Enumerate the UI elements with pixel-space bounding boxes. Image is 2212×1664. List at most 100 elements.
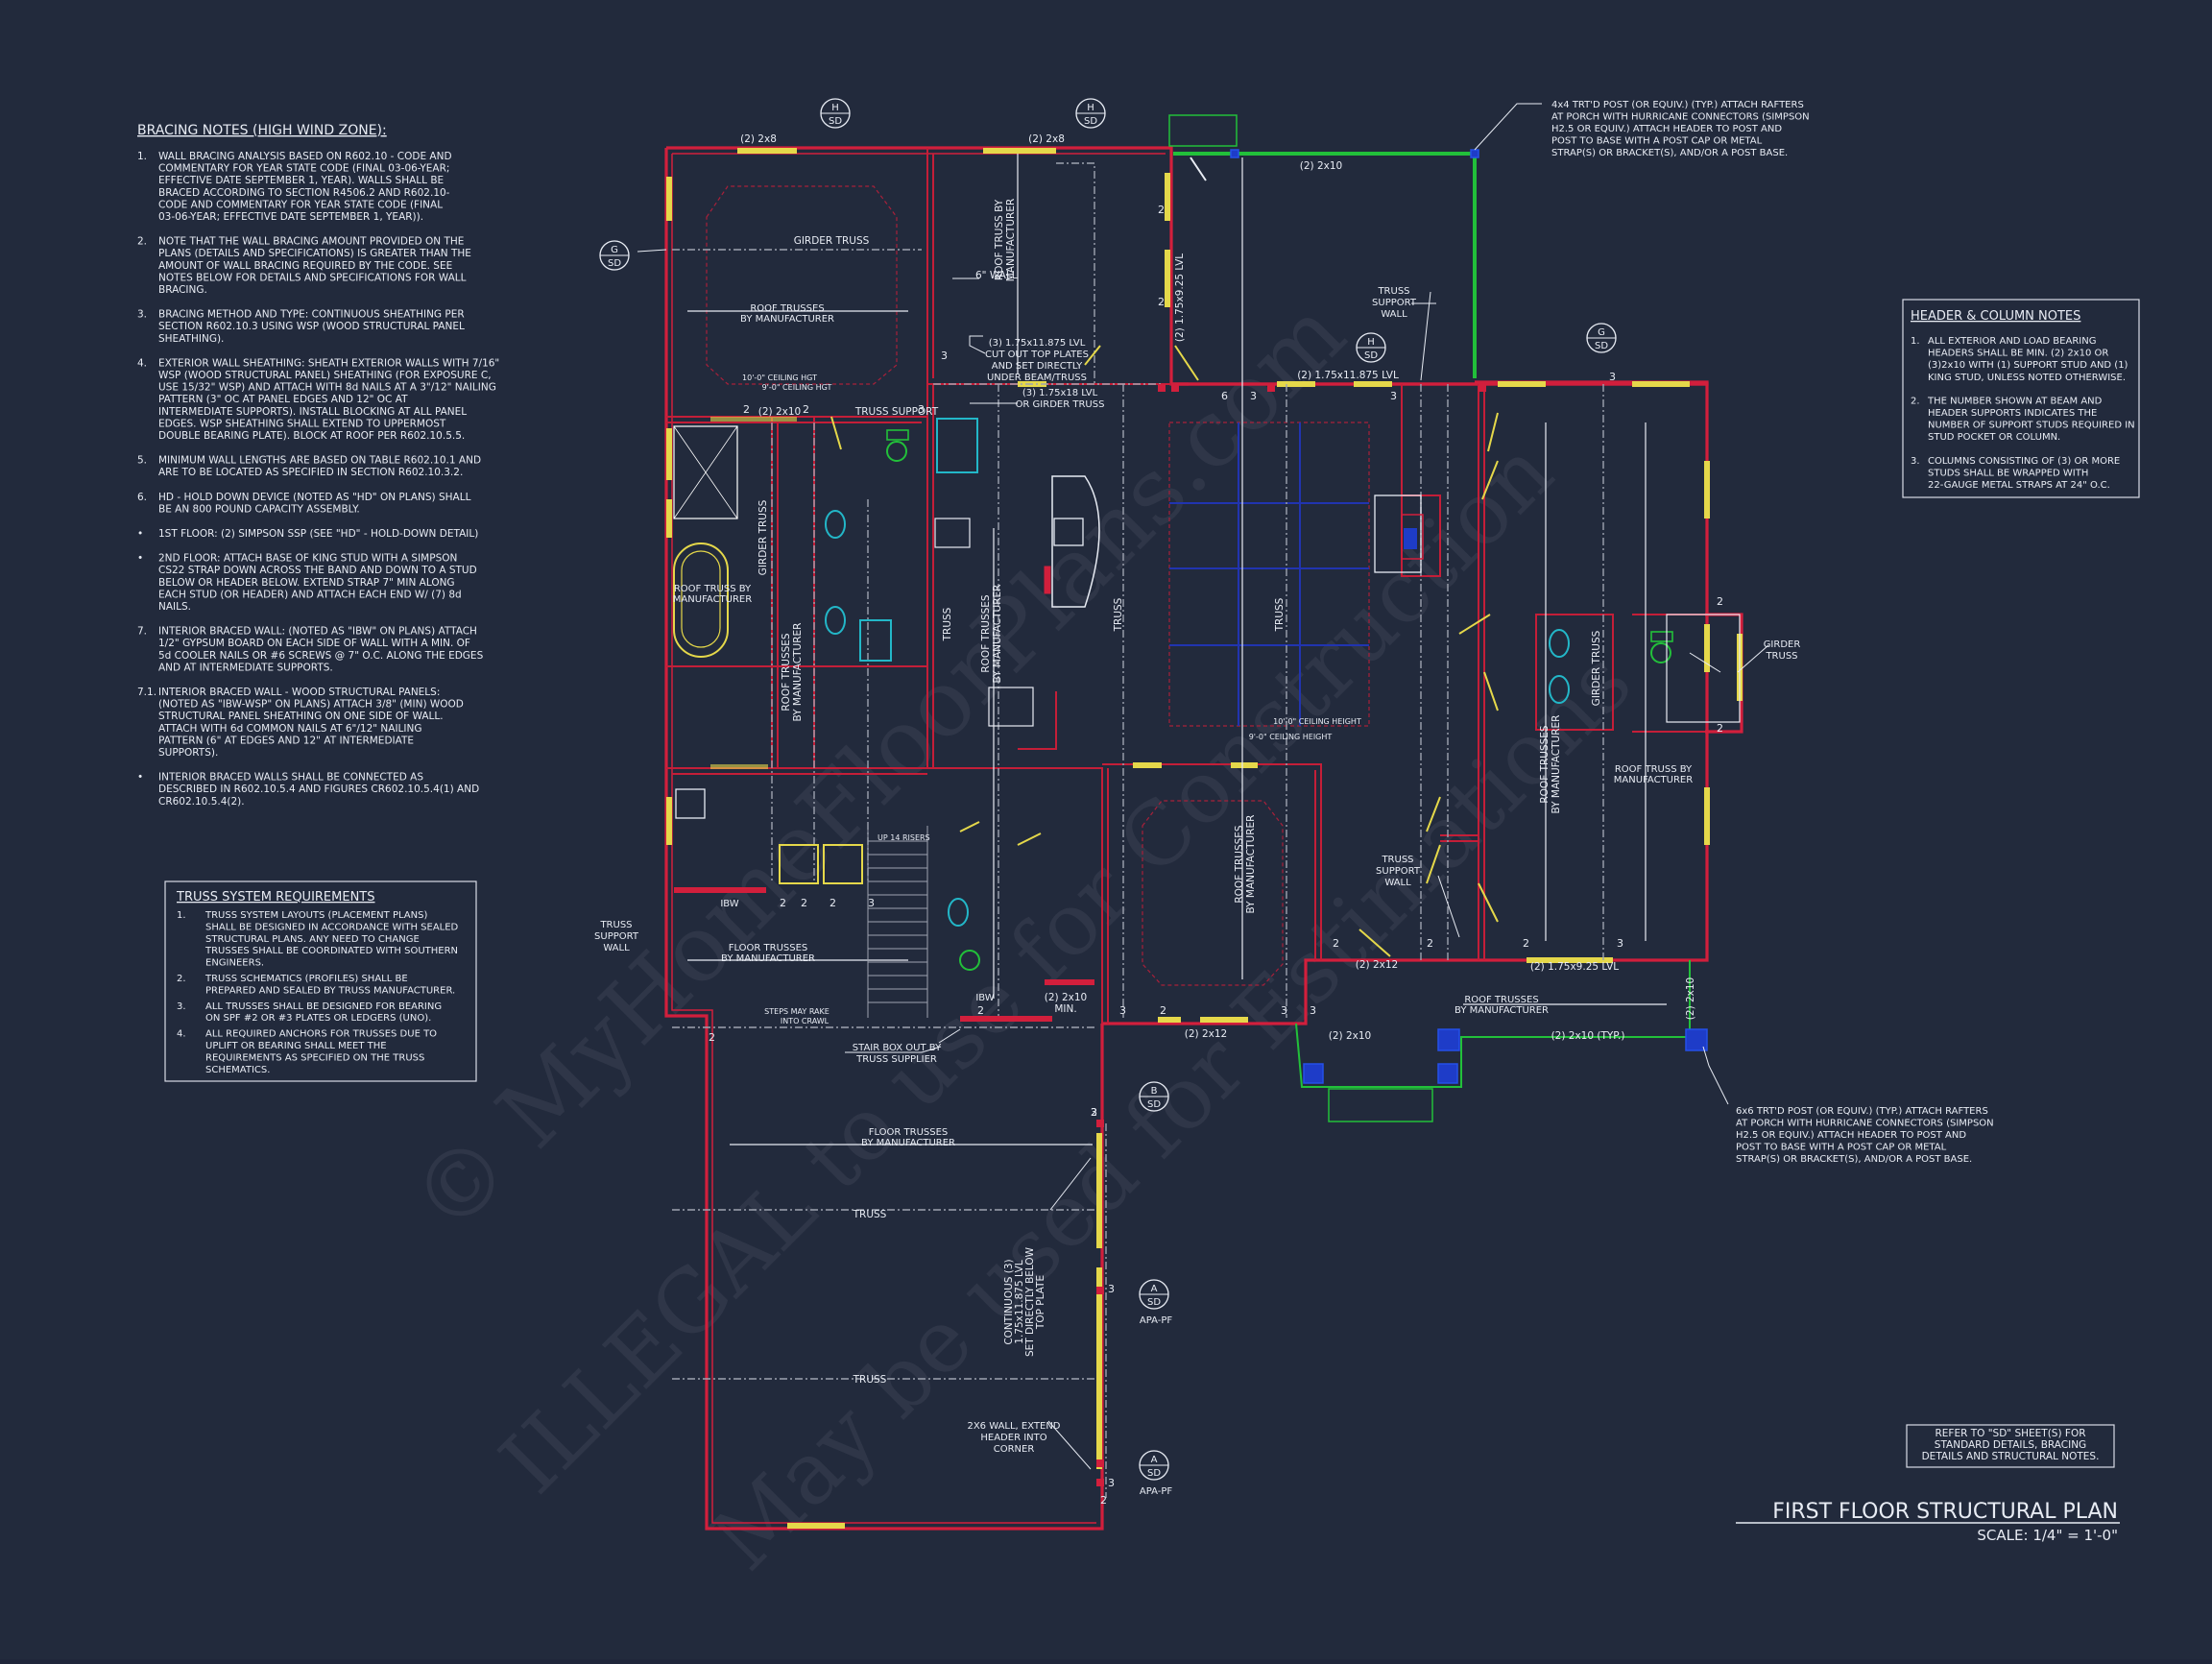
washer-icon — [779, 844, 819, 884]
section-marker-top: G — [1598, 327, 1605, 338]
note-line: DESCRIBED IN R602.10.5.4 AND FIGURES CR6… — [158, 784, 479, 795]
truss-requirements-list: 1.TRUSS SYSTEM LAYOUTS (PLACEMENT PLANS)… — [177, 910, 459, 1075]
stud-count: 2 — [1160, 1004, 1166, 1017]
note-number: 3. — [137, 309, 147, 321]
plan-callout: AT PORCH WITH HURRICANE CONNECTORS (SIMP… — [1736, 1119, 1994, 1129]
braced-walls — [674, 417, 1094, 1022]
note-line: NOTE THAT THE WALL BRACING AMOUNT PROVID… — [158, 236, 464, 248]
note-line: BE AN 800 POUND CAPACITY ASSEMBLY. — [158, 503, 360, 515]
plan-callout: TRUSS — [1377, 286, 1409, 297]
stairs — [867, 826, 928, 1018]
refer-note-line: REFER TO "SD" SHEET(S) FOR — [1935, 1428, 2085, 1439]
ibw-label: IBW — [720, 899, 738, 909]
section-marker: HSD — [820, 98, 851, 129]
header-label: (2) 1.75x11.875 LVL — [1297, 370, 1399, 381]
plan-callout: TRUSS — [942, 607, 953, 641]
plan-callout: ROOF TRUSSES — [781, 633, 792, 711]
plan-scale: SCALE: 1/4" = 1'-0" — [1977, 1527, 2118, 1544]
plan-callout: TRUSS — [853, 1374, 887, 1386]
note-number: 6. — [137, 492, 147, 503]
section-marker-bottom: SD — [1595, 341, 1608, 351]
note-line: AMOUNT OF WALL BRACING REQUIRED BY THE C… — [158, 260, 452, 272]
note-line: STUDS SHALL BE WRAPPED WITH — [1928, 468, 2088, 478]
dishwasher-icon — [1044, 566, 1051, 594]
plan-callout: (3) 1.75x18 LVL — [1022, 388, 1098, 398]
stud-count: 2 — [1717, 722, 1723, 735]
plan-callout: UNDER BEAM/TRUSS — [987, 373, 1087, 383]
note-line: 03-06-YEAR; EFFECTIVE DATE SEPTEMBER 1, … — [158, 211, 423, 223]
note-line: PATTERN (3" OC AT PANEL EDGES AND 12" OC… — [158, 394, 408, 405]
post-icon — [1437, 1028, 1460, 1051]
note-number: 7.1. — [137, 687, 156, 698]
note-line: HD - HOLD DOWN DEVICE (NOTED AS "HD" ON … — [158, 492, 471, 503]
plan-callout: GIRDER — [1764, 639, 1801, 650]
plan-callout: CORNER — [994, 1444, 1035, 1455]
note-line: STUD POCKET OR COLUMN. — [1928, 432, 2060, 443]
stud-count: 2 — [803, 403, 809, 416]
truss-lines — [672, 162, 1604, 1498]
stud-count: 3 — [1119, 1004, 1126, 1017]
note-line: COMMENTARY FOR YEAR STATE CODE (FINAL 03… — [158, 163, 449, 175]
note-line: PLANS (DETAILS AND SPECIFICATIONS) IS GR… — [158, 248, 471, 259]
ceiling-height: 9'-0" CEILING HGT — [762, 383, 832, 392]
ibw-label: IBW — [975, 993, 994, 1003]
dryer-icon — [823, 844, 863, 884]
porch-posts — [1230, 149, 1708, 1084]
plan-callout: ROOF TRUSSES — [1234, 825, 1245, 904]
plan-callout: WALL — [1381, 309, 1407, 320]
stud-markers — [1096, 384, 1486, 1486]
plan-callout: TRUSS — [1765, 651, 1797, 662]
note-line: AND AT INTERMEDIATE SUPPORTS. — [158, 662, 333, 673]
header-label: (2) 1.75x9.25 LVL — [1174, 253, 1186, 342]
stud-count: 2 — [1091, 1106, 1097, 1119]
note-line: WSP (WOOD STRUCTURAL PANEL) SHEATHING (F… — [158, 370, 492, 381]
stud-count: 2 — [1158, 204, 1165, 216]
plan-callout: BY MANUFACTURER — [1245, 815, 1257, 914]
plan-callout: AND SET DIRECTLY — [992, 361, 1083, 372]
section-marker: ASD — [1139, 1279, 1169, 1310]
note-number: • — [137, 553, 143, 565]
post-icon — [1470, 149, 1479, 158]
note-line: ON SPF #2 OR #3 PLATES OR LEDGERS (UNO). — [205, 1013, 431, 1024]
plan-callout: SET DIRECTLY BELOW — [1024, 1246, 1036, 1357]
plan-title: FIRST FLOOR STRUCTURAL PLAN — [1772, 1500, 2118, 1524]
plan-callout: CUT OUT TOP PLATES — [985, 350, 1089, 360]
plan-callout: ROOF TRUSSES — [750, 303, 824, 314]
stair-label: UP 14 RISERS — [878, 833, 930, 842]
plan-callout: BY MANUFACTURER — [792, 623, 804, 722]
stud-count: 2 — [1158, 296, 1165, 308]
note-number: • — [137, 528, 143, 540]
plan-labels: 4x4 TRT'D POST (OR EQUIV.) (TYP.) ATTACH… — [594, 100, 1994, 1507]
note-line: SHEATHING). — [158, 333, 224, 345]
plan-callout: POST TO BASE WITH A POST CAP OR METAL — [1736, 1143, 1947, 1153]
utility-sink-icon — [675, 788, 706, 819]
fixtures — [673, 418, 1741, 971]
plan-callout: ROOF TRUSSES — [1539, 725, 1551, 804]
post-icon — [1437, 1063, 1458, 1084]
plan-callout: TRUSS — [1381, 855, 1413, 865]
toilet-icon — [886, 441, 907, 462]
kitchen-sink-icon — [1053, 518, 1084, 546]
section-marker: G SD — [1586, 323, 1617, 353]
shower-icon — [1666, 614, 1741, 723]
stud-count: 2 — [1333, 937, 1339, 950]
note-number: 3. — [177, 1001, 186, 1012]
note-line: NUMBER OF SUPPORT STUDS REQUIRED IN — [1928, 421, 2135, 431]
section-marker: HSD — [1356, 332, 1386, 363]
note-number: 1. — [177, 910, 186, 921]
note-line: STRUCTURAL PLANS. ANY NEED TO CHANGE — [205, 934, 420, 945]
plan-callout: 4x4 TRT'D POST (OR EQUIV.) (TYP.) ATTACH… — [1551, 100, 1804, 110]
section-marker-top: G — [611, 245, 618, 255]
note-line: REQUIREMENTS AS SPECIFIED ON THE TRUSS — [205, 1052, 424, 1063]
stud-count: 3 — [1091, 1106, 1097, 1119]
laundry-icon — [859, 619, 892, 662]
refer-note-box — [1906, 1424, 2115, 1468]
note-line: COLUMNS CONSISTING OF (3) OR MORE — [1928, 456, 2120, 467]
note-line: SECTION R602.10.3 USING WSP (WOOD STRUCT… — [158, 321, 465, 332]
stair-label: STEPS MAY RAKE — [764, 1007, 830, 1016]
ceiling-outlines — [706, 185, 1370, 986]
sink-icon — [1549, 629, 1570, 658]
stair-label: INTO CRAWL — [781, 1017, 830, 1025]
note-line: CODE AND COMMENTARY FOR YEAR STATE CODE … — [158, 199, 443, 210]
